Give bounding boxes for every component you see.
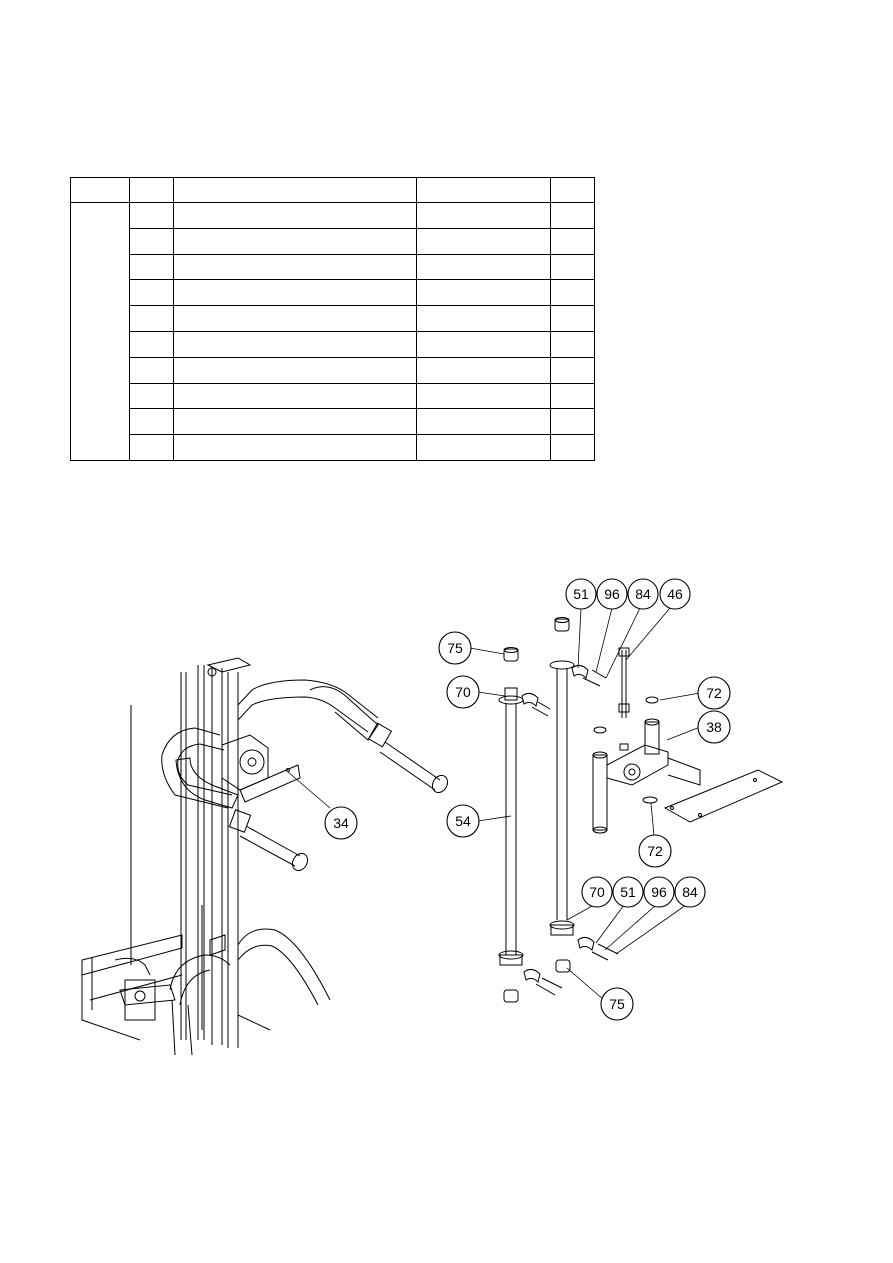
pole-assembly-right bbox=[549, 617, 619, 973]
callout-label: 70 bbox=[589, 884, 605, 900]
table-cell bbox=[550, 382, 595, 410]
callout-46: 46 bbox=[659, 578, 691, 610]
callout-label: 96 bbox=[651, 884, 667, 900]
table-cell bbox=[416, 382, 551, 410]
table-cell bbox=[416, 227, 551, 255]
callout-54: 54 bbox=[446, 804, 480, 838]
callout-84-bottom: 84 bbox=[674, 876, 706, 908]
table-header-row bbox=[70, 177, 595, 203]
header-cell bbox=[550, 177, 595, 203]
callout-84-top: 84 bbox=[627, 578, 659, 610]
callout-96-bottom: 96 bbox=[643, 876, 675, 908]
pole-assembly-left bbox=[498, 647, 563, 1003]
header-cell bbox=[129, 177, 174, 203]
callout-label: 34 bbox=[333, 815, 349, 831]
callout-label: 84 bbox=[682, 884, 698, 900]
callout-72-top: 72 bbox=[697, 676, 731, 710]
machine-frame-drawing bbox=[81, 657, 449, 1056]
callout-38: 38 bbox=[697, 710, 731, 744]
callout-label: 96 bbox=[604, 586, 620, 602]
table-cell bbox=[550, 305, 595, 332]
table-cell bbox=[129, 434, 174, 461]
table-cell bbox=[129, 202, 174, 229]
callout-label: 72 bbox=[706, 685, 722, 701]
table-cell bbox=[173, 434, 417, 461]
callout-96-top: 96 bbox=[596, 578, 628, 610]
callout-label: 75 bbox=[447, 640, 463, 656]
table-row bbox=[71, 330, 595, 358]
callout-label: 51 bbox=[573, 586, 589, 602]
callout-label: 84 bbox=[635, 586, 651, 602]
table-cell bbox=[173, 253, 417, 281]
table-cell bbox=[550, 408, 595, 436]
header-cell bbox=[173, 177, 417, 203]
callout-label: 51 bbox=[620, 884, 636, 900]
table-cell bbox=[416, 202, 551, 229]
table-cell bbox=[173, 227, 417, 255]
callout-72-bottom: 72 bbox=[638, 834, 672, 868]
callout-label: 38 bbox=[706, 719, 722, 735]
callout-label: 72 bbox=[647, 843, 663, 859]
table-cell bbox=[173, 330, 417, 358]
callout-75-top: 75 bbox=[438, 631, 472, 665]
table-cell bbox=[416, 434, 551, 461]
table-cell bbox=[129, 227, 174, 255]
callout-34: 34 bbox=[324, 806, 358, 840]
table-cell bbox=[129, 279, 174, 307]
table-row bbox=[71, 434, 595, 461]
callout-75-bottom: 75 bbox=[600, 987, 634, 1021]
table-row bbox=[71, 227, 595, 255]
callout-51-top: 51 bbox=[565, 578, 597, 610]
callout-label: 75 bbox=[609, 996, 625, 1012]
table-cell bbox=[550, 434, 595, 461]
table-cell bbox=[550, 227, 595, 255]
table-cell bbox=[416, 330, 551, 358]
table-row bbox=[71, 356, 595, 384]
callout-51-bottom: 51 bbox=[612, 876, 644, 908]
callout-70-top: 70 bbox=[446, 675, 480, 709]
callout-label: 70 bbox=[455, 684, 471, 700]
leader-lines bbox=[469, 607, 701, 1001]
table-cell bbox=[550, 202, 595, 229]
table-row bbox=[70, 202, 595, 461]
callout-label: 54 bbox=[455, 813, 471, 829]
parts-table bbox=[70, 177, 595, 461]
callout-70-bottom: 70 bbox=[581, 876, 613, 908]
plate-bracket-drawing bbox=[592, 696, 784, 834]
table-cell bbox=[70, 202, 130, 461]
table-cell bbox=[173, 356, 417, 384]
callout-label: 46 bbox=[667, 586, 683, 602]
bolt-46-drawing bbox=[618, 647, 630, 751]
table-cell bbox=[550, 356, 595, 384]
leader-line bbox=[287, 771, 331, 809]
